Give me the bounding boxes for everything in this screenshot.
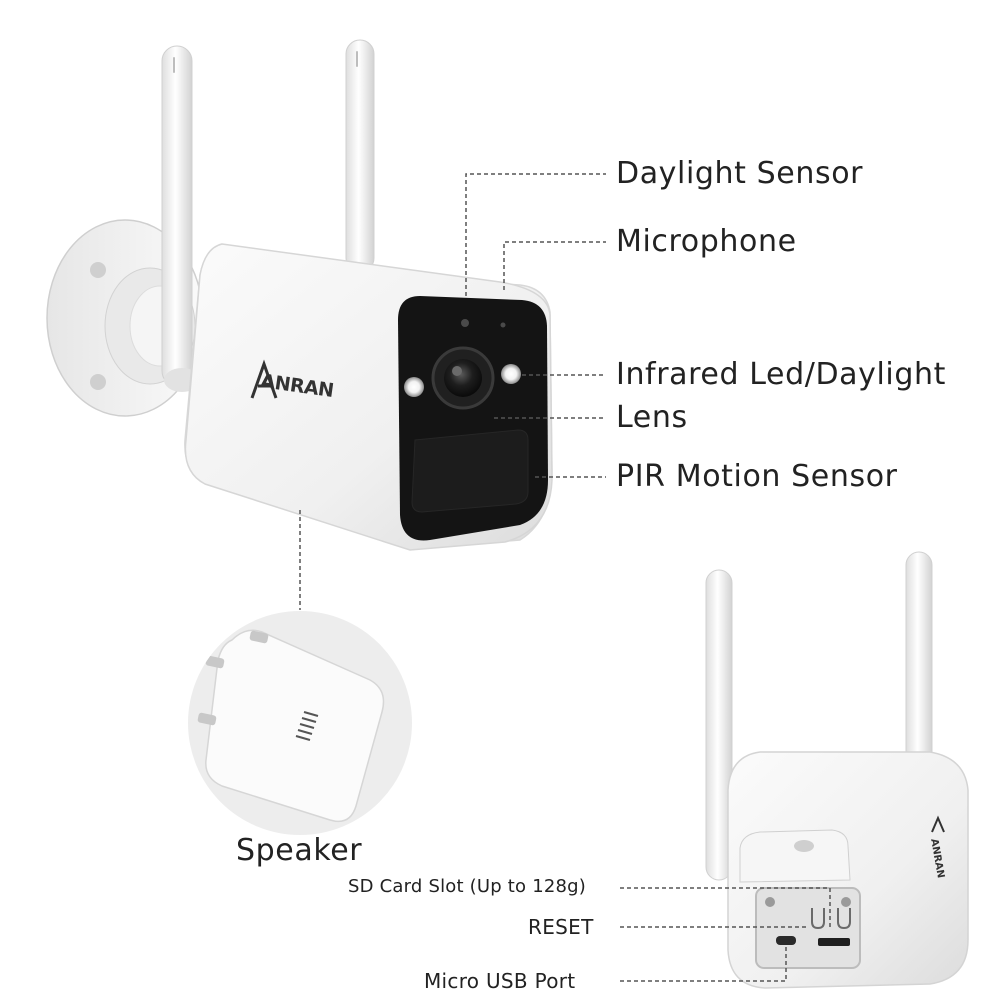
label-daylight-sensor: Daylight Sensor	[616, 156, 864, 191]
label-sd-card-slot: SD Card Slot (Up to 128g)	[348, 876, 586, 897]
microphone-dot	[500, 322, 506, 328]
label-pir-sensor: PIR Motion Sensor	[616, 459, 898, 494]
anran-logo	[250, 359, 278, 399]
leader-lines	[299, 173, 831, 982]
back-camera	[705, 551, 969, 989]
label-infrared-led: Infrared Led/Daylight	[616, 357, 946, 392]
sd-card-slot	[818, 938, 850, 946]
back-left-antenna	[705, 569, 733, 881]
speaker-grille	[295, 711, 319, 741]
daylight-sensor-dot	[461, 319, 469, 327]
label-reset: RESET	[528, 915, 594, 939]
right-antenna	[345, 39, 375, 273]
label-microphone: Microphone	[616, 224, 797, 259]
infrared-led-left	[404, 377, 424, 397]
micro-usb-port	[776, 936, 796, 945]
infrared-led-right	[501, 364, 521, 384]
left-antenna	[161, 45, 200, 392]
main-camera	[46, 39, 553, 551]
label-lens: Lens	[616, 400, 688, 435]
speaker-inset	[188, 611, 412, 835]
reset-button	[811, 908, 825, 930]
label-speaker: Speaker	[236, 833, 363, 868]
label-micro-usb: Micro USB Port	[424, 969, 576, 993]
lens	[431, 346, 495, 410]
port-panel	[755, 887, 861, 969]
pir-window	[411, 429, 529, 513]
